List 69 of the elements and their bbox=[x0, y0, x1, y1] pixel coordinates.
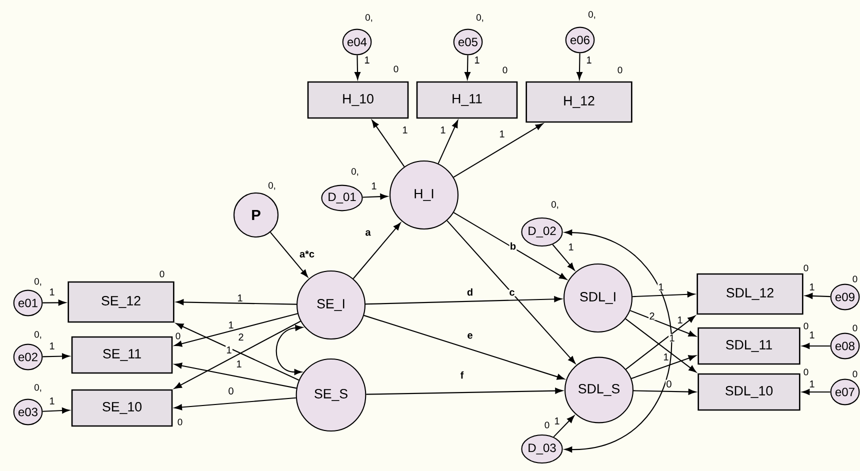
arrow bbox=[552, 244, 575, 270]
arrow bbox=[438, 120, 458, 164]
value-label: 0 bbox=[804, 264, 808, 272]
arrow bbox=[42, 300, 66, 306]
value-label: 0 bbox=[852, 276, 858, 282]
value-label: 0, bbox=[34, 331, 42, 339]
value-label: 0 bbox=[852, 370, 858, 378]
arrow bbox=[630, 310, 696, 337]
edge-label: e bbox=[466, 332, 474, 340]
arrow bbox=[553, 415, 574, 438]
observed-box: H_10 bbox=[307, 81, 409, 119]
arrow bbox=[446, 220, 576, 364]
value-label: 0 bbox=[618, 66, 622, 74]
value-label: 0 bbox=[394, 66, 398, 72]
value-label: 0 bbox=[804, 322, 808, 330]
arrow bbox=[362, 194, 388, 200]
observed-box: SDL_12 bbox=[696, 273, 804, 315]
arrow bbox=[364, 314, 565, 380]
arrow bbox=[634, 388, 696, 395]
arrow bbox=[564, 230, 672, 452]
observed-box: SE_10 bbox=[71, 389, 173, 427]
arrow bbox=[276, 324, 303, 375]
arrow bbox=[805, 293, 830, 299]
arrow bbox=[176, 323, 300, 381]
value-label: 0, bbox=[588, 11, 596, 19]
value-label: 0 bbox=[178, 418, 182, 426]
arrow bbox=[270, 232, 308, 278]
arrow bbox=[174, 313, 298, 347]
arrow bbox=[453, 212, 567, 280]
arrow bbox=[42, 408, 70, 414]
value-label: 0 bbox=[804, 368, 808, 376]
value-label: 0, bbox=[476, 14, 484, 22]
arrow bbox=[174, 320, 301, 389]
arrow bbox=[354, 55, 360, 80]
arrow bbox=[631, 355, 696, 380]
observed-box: SDL_11 bbox=[698, 327, 800, 365]
value-label: 0 bbox=[160, 270, 164, 278]
value-label: 0, bbox=[551, 201, 558, 209]
value-label: 0, bbox=[351, 168, 358, 176]
observed-box: SDL_10 bbox=[698, 373, 800, 411]
arrow bbox=[632, 291, 695, 298]
observed-box: H_11 bbox=[416, 81, 518, 119]
arrow bbox=[176, 299, 296, 306]
arrow bbox=[174, 362, 297, 389]
edge-label: c bbox=[508, 290, 516, 296]
arrow bbox=[42, 353, 70, 360]
observed-box: H_12 bbox=[526, 81, 632, 123]
observed-box: SE_12 bbox=[68, 281, 174, 323]
value-label: 0, bbox=[365, 14, 372, 22]
arrow bbox=[174, 397, 296, 410]
value-label: 0 bbox=[544, 422, 550, 428]
value-label: 0, bbox=[268, 182, 276, 190]
value-label: 0, bbox=[34, 384, 42, 392]
arrow bbox=[802, 343, 830, 349]
value-label: 0 bbox=[176, 332, 180, 340]
arrow bbox=[464, 55, 470, 80]
arrow bbox=[366, 388, 563, 395]
edge-label: f bbox=[460, 370, 464, 380]
arrow bbox=[576, 53, 582, 80]
arrow bbox=[366, 296, 562, 305]
arrow bbox=[372, 120, 405, 167]
value-label: 0 bbox=[502, 66, 508, 74]
value-label: 0 bbox=[852, 324, 858, 332]
arrow bbox=[453, 123, 544, 178]
arrow bbox=[802, 389, 830, 395]
observed-box: SE_11 bbox=[71, 336, 173, 374]
arrow bbox=[352, 222, 401, 279]
edge-label: a bbox=[364, 230, 372, 236]
value-label: 0, bbox=[34, 278, 42, 286]
